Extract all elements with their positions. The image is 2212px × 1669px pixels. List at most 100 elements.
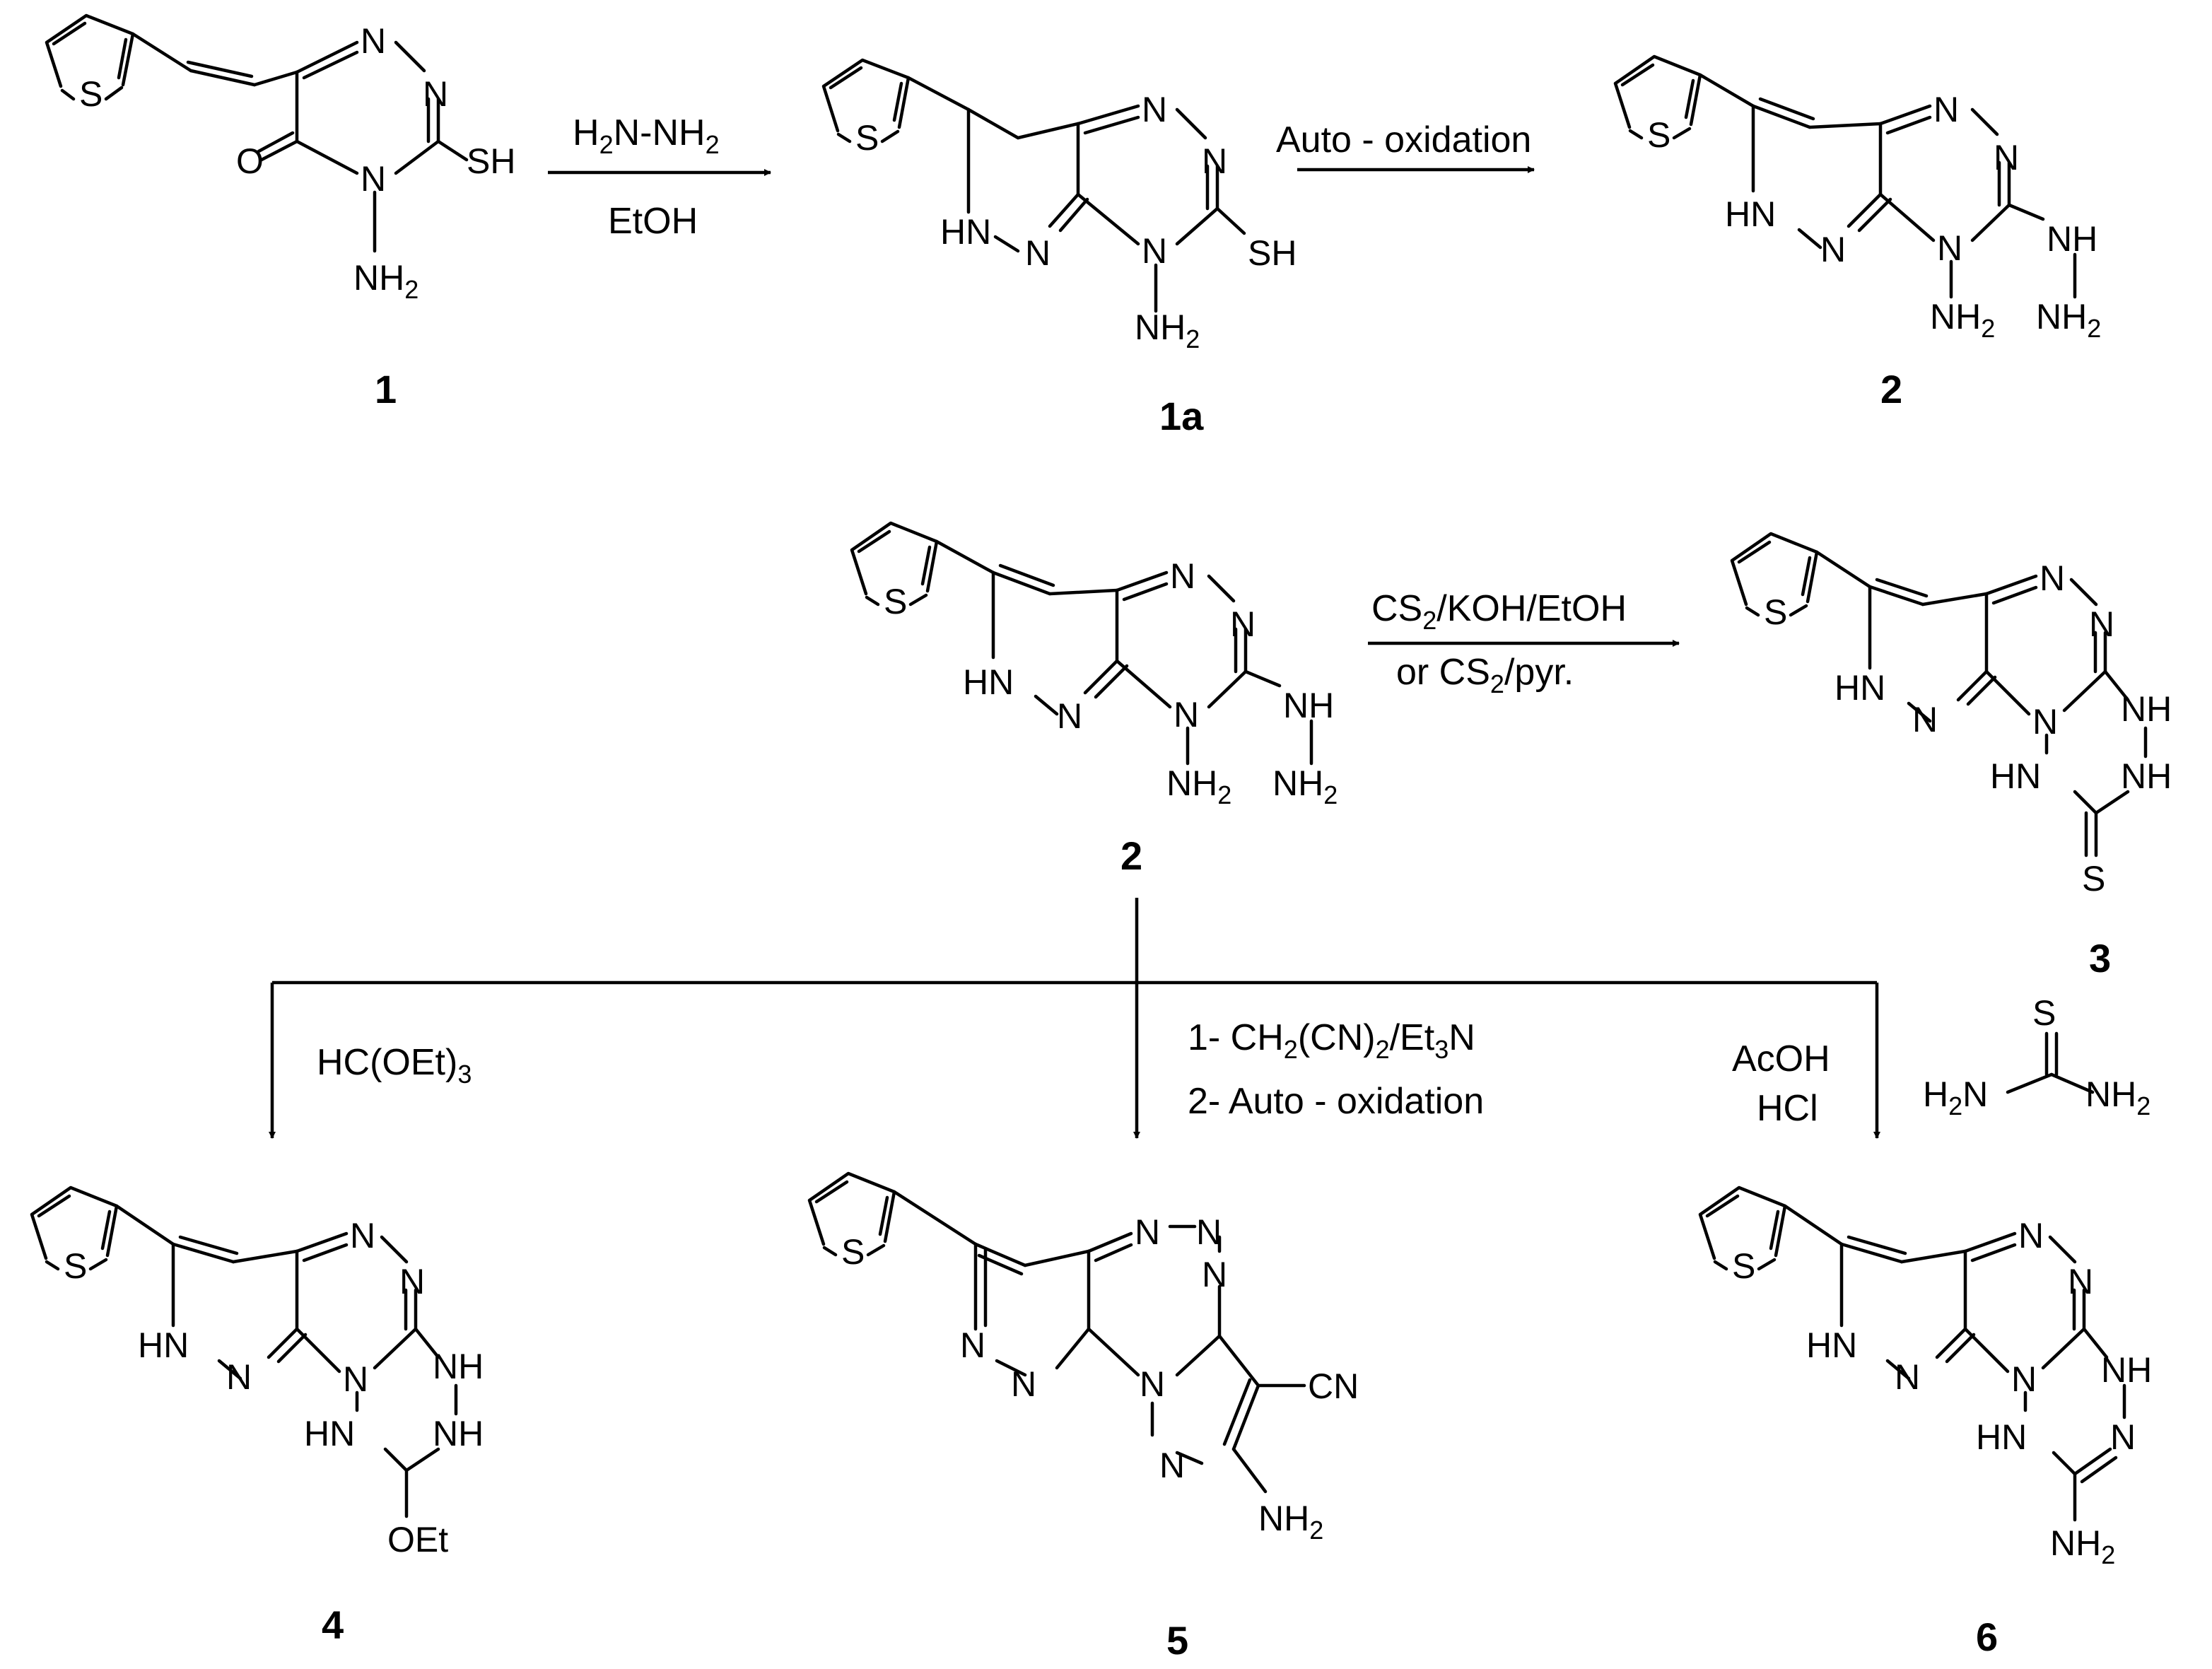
compound-6-label: 6 [1976, 1615, 1998, 1659]
thiourea-sulfur-atom: S [2032, 993, 2056, 1033]
compound-3-hn-atom: HN [1834, 668, 1885, 708]
compound-3-label: 3 [2089, 936, 2111, 980]
compound-3-structure: S HN N N N N NH NH HN S [1730, 532, 2172, 898]
compound-1-nh2-group: NH2 [353, 258, 419, 304]
compound-2-top-n1-atom: N [1933, 90, 1959, 129]
compound-1-n4-atom: N [361, 159, 386, 199]
compound-1a-structure: S HN N N N N SH NH2 [821, 58, 1297, 353]
compound-3-nh2-group: NH [2121, 756, 2172, 796]
compound-4-n1-atom: N [350, 1216, 375, 1255]
compound-4-n2-atom: N [399, 1262, 425, 1301]
compound-3-n2-atom: N [2089, 604, 2114, 644]
compound-6-n5-atom: N [2110, 1417, 2136, 1457]
compound-1a-hn-atom: HN [940, 212, 991, 252]
compound-5-structure: S N N N N N N N CN NH2 [807, 1171, 1359, 1545]
compound-4-hn2-group: HN [304, 1414, 355, 1453]
compound-3-n7-atom: N [1912, 700, 1938, 739]
compound-6-structure: S HN N N N N NH N HN NH2 [1698, 1185, 2152, 1569]
compound-6-n1-atom: N [2018, 1216, 2044, 1255]
compound-4-n7-atom: N [226, 1357, 252, 1397]
reagent-ethanol-label: EtOH [608, 201, 698, 242]
compound-4-sulfur-atom: S [64, 1246, 87, 1286]
compound-4-oet-group: OEt [387, 1520, 448, 1559]
reagent-cs2-koh-label: CS2/KOH/EtOH [1371, 588, 1627, 635]
compound-1a-nh2-group: NH2 [1135, 308, 1200, 353]
compound-5-n4-atom: N [1140, 1364, 1165, 1404]
compound-2-top-structure: S HN N N N N NH NH2 NH2 [1613, 54, 2101, 343]
compound-1a-sh-group: SH [1248, 233, 1297, 273]
compound-1-sulfur-atom: S [79, 74, 103, 114]
compound-2-top-sulfur-atom: S [1647, 115, 1670, 155]
compound-2-top-nh2b-group: NH2 [2036, 297, 2101, 343]
compound-5-n2-atom: N [1196, 1212, 1222, 1252]
compound-6-n7-atom: N [1895, 1357, 1920, 1397]
compound-6-n4-atom: N [2011, 1359, 2037, 1399]
compound-1-sh-group: SH [467, 141, 515, 181]
compound-1a-label: 1a [1159, 394, 1204, 438]
compound-2-top-label: 2 [1880, 367, 1902, 411]
reagent-auto-oxidation-2-label: 2- Auto - oxidation [1188, 1081, 1484, 1122]
compound-2-mid-nh-group: NH [1283, 686, 1334, 725]
compound-6-hn2-group: HN [1976, 1417, 2027, 1457]
compound-1-oxygen-atom: O [236, 141, 264, 181]
compound-4-structure: S HN N N N N NH NH HN OEt [30, 1185, 484, 1559]
compound-1a-sulfur-atom: S [855, 118, 879, 158]
compound-2-top-hn-atom: HN [1725, 194, 1776, 234]
compound-2-mid-n1-atom: N [1170, 556, 1195, 596]
compound-4-n4-atom: N [343, 1359, 368, 1399]
compound-4-hn-atom: HN [138, 1325, 189, 1365]
compound-4-nh1-group: NH [433, 1347, 484, 1386]
reagent-orthoformate-label: HC(OEt)3 [317, 1042, 472, 1089]
compound-3-nh1-group: NH [2121, 689, 2172, 729]
compound-1a-n4-atom: N [1142, 231, 1167, 271]
compound-2-top-n2-atom: N [1994, 138, 2019, 177]
compound-2-mid-nh2b-group: NH2 [1272, 763, 1338, 809]
thiourea-nh2-group: NH2 [2085, 1074, 2150, 1120]
compound-2-top-nh-group: NH [2047, 219, 2097, 259]
compound-6-nh2-group: NH2 [2050, 1523, 2115, 1569]
compound-2-mid-n2-atom: N [1230, 604, 1256, 644]
compound-5-n8-atom: N [1011, 1364, 1036, 1404]
compound-5-label: 5 [1166, 1618, 1188, 1663]
reagent-cs2-pyr-label: or CS2/pyr. [1396, 652, 1574, 698]
compound-1-n2-atom: N [423, 74, 448, 114]
compound-2-mid-n7-atom: N [1057, 696, 1082, 736]
compound-5-cn-group: CN [1308, 1366, 1359, 1406]
compound-6-n2-atom: N [2068, 1262, 2093, 1301]
compound-2-mid-structure: S HN N N N N NH NH2 NH2 [850, 521, 1338, 809]
compound-5-sulfur-atom: S [841, 1232, 865, 1272]
compound-5-n7-atom: N [960, 1325, 985, 1365]
compound-2-mid-hn-atom: HN [963, 662, 1014, 702]
compound-2-mid-nh2-group: NH2 [1166, 763, 1231, 809]
reagent-malononitrile-label: 1- CH2(CN)2/Et3N [1188, 1017, 1475, 1064]
compound-1-n1-atom: N [361, 21, 386, 61]
compound-3-sulfur-atom: S [1764, 592, 1787, 632]
compound-6-sulfur-atom: S [1732, 1246, 1755, 1286]
compound-1-structure: S N N N O SH NH2 [45, 13, 515, 304]
compound-6-hn-atom: HN [1806, 1325, 1857, 1365]
reagent-hydrazine-label: H2N-NH2 [573, 112, 720, 159]
compound-2-top-nh2-group: NH2 [1930, 297, 1995, 343]
compound-2-mid-n4-atom: N [1174, 695, 1199, 734]
compound-5-n3-atom: N [1202, 1255, 1227, 1294]
compound-1a-n1-atom: N [1142, 90, 1167, 129]
compound-2-top-n4-atom: N [1937, 228, 1962, 268]
compound-3-n4-atom: N [2032, 702, 2058, 742]
compound-5-pyrazole-n-atom: N [1159, 1446, 1185, 1485]
reagent-auto-oxidation-label: Auto - oxidation [1276, 119, 1531, 160]
thiourea-structure: S H2N NH2 [1923, 993, 2150, 1120]
compound-3-n1-atom: N [2040, 558, 2065, 598]
compound-1a-n2-atom: N [1202, 141, 1227, 181]
reagent-acoh-label: AcOH [1732, 1038, 1830, 1079]
compound-4-label: 4 [322, 1603, 344, 1647]
compound-2-mid-label: 2 [1120, 833, 1142, 878]
compound-4-nh2-group: NH [433, 1414, 484, 1453]
compound-1a-n7-atom: N [1025, 233, 1051, 273]
thiourea-h2n-group: H2N [1923, 1074, 1988, 1120]
compound-1-label: 1 [375, 367, 397, 411]
compound-2-top-n7-atom: N [1820, 230, 1846, 269]
compound-5-nh2-group: NH2 [1258, 1499, 1323, 1545]
compound-3-thione-sulfur-atom: S [2082, 859, 2105, 898]
compound-3-hn2-group: HN [1990, 756, 2041, 796]
